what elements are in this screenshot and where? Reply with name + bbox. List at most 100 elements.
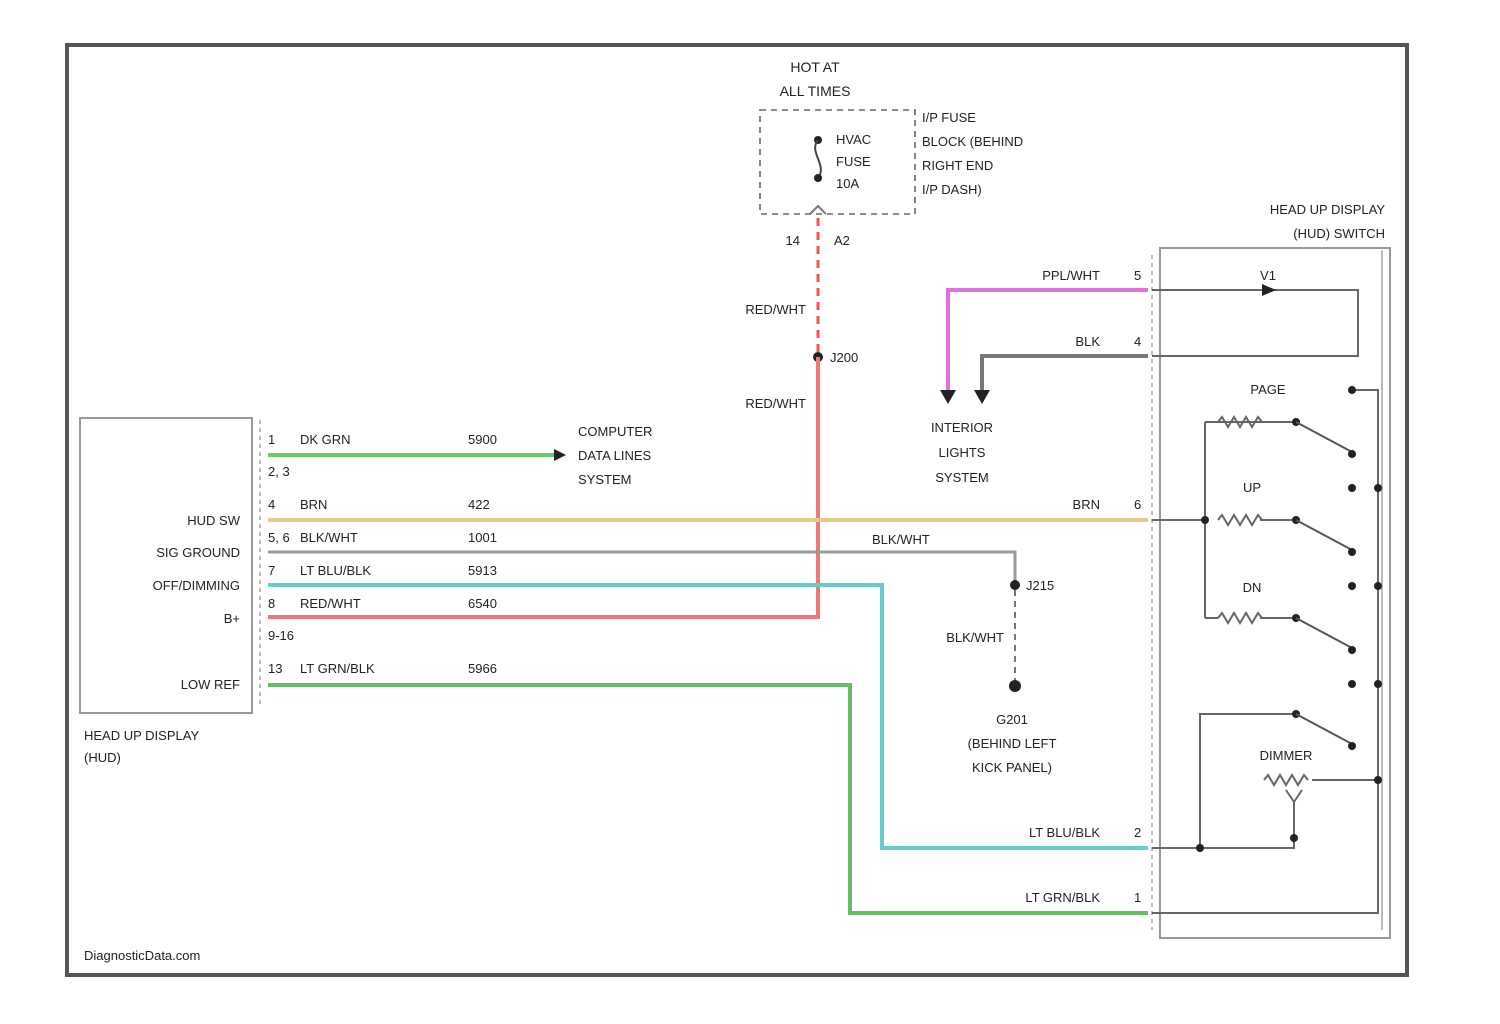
dimmer-switch-arm [1296,714,1352,744]
circuit-1001: 1001 [468,530,497,545]
switch-wire-blk-label: BLK [1075,334,1100,349]
hud-name-line1: HEAD UP DISPLAY [84,728,199,743]
dimmer-wiper-lead [1152,802,1294,848]
connector-chevron-icon [810,206,826,214]
lamp-v1-icon [1262,284,1276,296]
lamp-loop [1152,290,1358,356]
page-arm-dot [1348,450,1356,458]
hud-pin-9-16: 9-16 [268,628,294,643]
dimmer-bus-dot [1374,776,1382,784]
fuse-block-label-line4: I/P DASH) [922,182,982,197]
fuse-terminal-bottom [814,174,822,182]
hud-module: HEAD UP DISPLAY (HUD) HUD SW SIG GROUND … [80,418,497,765]
dimmer-left-loop [1200,714,1296,848]
blkwht-right-label: BLK/WHT [872,532,930,547]
hud-pin-13: 13 [268,661,282,676]
switch-wire-lt-blu-blk-label: LT BLU/BLK [1029,825,1100,840]
hud-terminal-low-ref: LOW REF [181,677,240,692]
page-contact-dot [1348,386,1356,394]
hud-terminal-sig-ground: SIG GROUND [156,545,240,560]
dn-arm-dot [1348,646,1356,654]
circuit-422: 422 [468,497,490,512]
hud-pin-7: 7 [268,563,275,578]
dn-bus-dot [1374,582,1382,590]
lamp-v1-label: V1 [1260,268,1276,283]
switch-title-line2: (HUD) SWITCH [1293,226,1385,241]
ground-label-line1: G201 [996,712,1028,727]
fuse-rating: 10A [836,176,859,191]
up-switch-arm [1296,520,1352,550]
circuit-5900: 5900 [468,432,497,447]
redwht-wire [268,357,818,617]
switch-position-page: PAGE [1250,382,1285,397]
ils-line2: LIGHTS [939,445,986,460]
fuse-icon [815,140,821,178]
switch-box [1160,248,1390,938]
dimmer-wiper-dot [1290,834,1298,842]
switch-bus [1352,390,1378,900]
arrow-ils-1-icon [940,390,956,404]
hud-name-line2: (HUD) [84,750,121,765]
redwht-upper-label: RED/WHT [745,302,806,317]
ground-label-line3: KICK PANEL) [972,760,1052,775]
fuse-block-label-line3: RIGHT END [922,158,993,173]
dn-lower-bus-dot [1374,680,1382,688]
fuse-block: HOT AT ALL TIMES HVAC FUSE 10A I/P FUSE … [760,59,1023,248]
hud-terminal-off-dimming: OFF/DIMMING [153,578,240,593]
wire-color-dk-grn: DK GRN [300,432,351,447]
cdl-line3: SYSTEM [578,472,631,487]
dimmer-arm-dot [1348,742,1356,750]
fuse-pin-right: A2 [834,233,850,248]
blkwht-ground-label: BLK/WHT [946,630,1004,645]
watermark: DiagnosticData.com [84,948,200,963]
switch-pin-5: 5 [1134,268,1141,283]
cdl-line1: COMPUTER [578,424,652,439]
fuse-name-line2: FUSE [836,154,871,169]
up-arm-dot [1348,548,1356,556]
circuit-5913: 5913 [468,563,497,578]
switch-pin-4: 4 [1134,334,1141,349]
switch-wire-brn-label: BRN [1073,497,1100,512]
cdl-line2: DATA LINES [578,448,652,463]
up-contact-dot [1348,484,1356,492]
hud-pin-2-3: 2, 3 [268,464,290,479]
splice-j200-label: J200 [830,350,858,365]
fuse-pin-left: 14 [786,233,800,248]
dn-switch-arm [1296,618,1352,648]
hud-terminal-b-plus: B+ [224,611,240,626]
wire-color-blk-wht: BLK/WHT [300,530,358,545]
ppl-wht-wire [948,290,1148,395]
up-resistor-icon [1218,515,1262,525]
hud-box [80,418,252,713]
blkwht-wire [268,552,1015,585]
ground-icon [1009,680,1021,692]
ils-line1: INTERIOR [931,420,993,435]
wire-color-lt-grn-blk: LT GRN/BLK [300,661,375,676]
ils-line3: SYSTEM [935,470,988,485]
hud-pin-8: 8 [268,596,275,611]
up-bus-dot [1374,484,1382,492]
switch-pin-2: 2 [1134,825,1141,840]
supply-title-line2: ALL TIMES [780,83,851,99]
arrow-cdl-icon [554,449,566,461]
switch-position-dimmer: DIMMER [1260,748,1313,763]
switch-position-dn: DN [1243,580,1262,595]
wire-color-lt-blu-blk: LT BLU/BLK [300,563,371,578]
splice-j215-label: J215 [1026,578,1054,593]
switch-title-line1: HEAD UP DISPLAY [1270,202,1385,217]
dimmer-rheostat-icon [1264,775,1308,785]
hud-pin-4: 4 [268,497,275,512]
fuse-block-label-line1: I/P FUSE [922,110,976,125]
circuit-5966: 5966 [468,661,497,676]
dn-resistor-icon [1218,613,1262,623]
hud-terminal-hud-sw: HUD SW [187,513,240,528]
up-left-dot [1201,516,1209,524]
switch-wire-ppl-wht-label: PPL/WHT [1042,268,1100,283]
switch-bus-ground [1152,895,1378,913]
supply-title-line1: HOT AT [790,59,840,75]
redwht-lower-label: RED/WHT [745,396,806,411]
dimmer-wiper-icon [1286,790,1302,802]
dimmer-junction-dot [1196,844,1204,852]
dn-contact-dot [1348,582,1356,590]
